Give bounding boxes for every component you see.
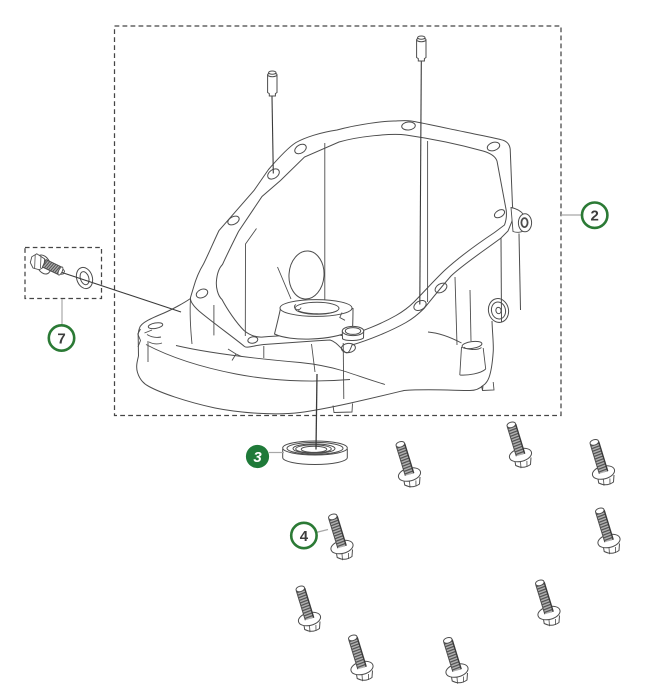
svg-text:4: 4 [300, 528, 309, 545]
svg-text:2: 2 [591, 208, 599, 225]
svg-text:3: 3 [253, 449, 262, 466]
svg-text:7: 7 [57, 330, 65, 347]
